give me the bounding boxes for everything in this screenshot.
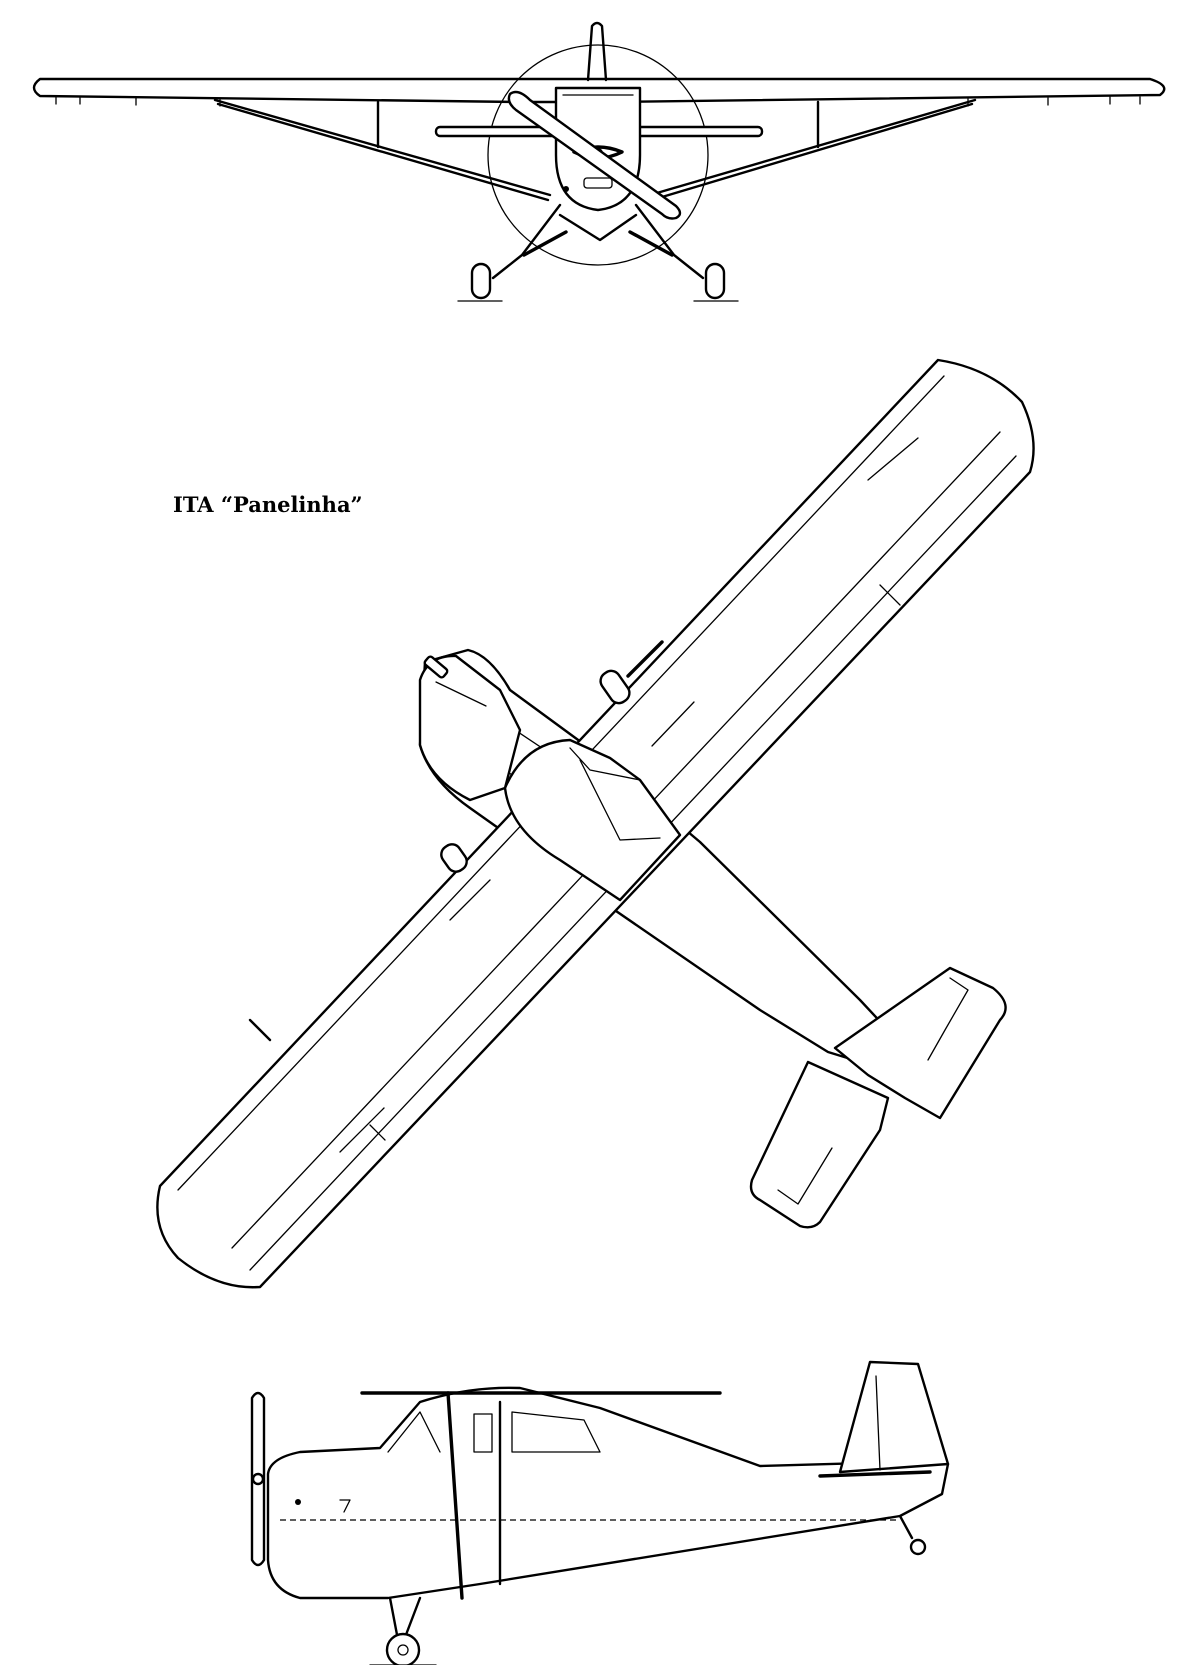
- drawing-title: ITA “Panelinha”: [173, 492, 363, 517]
- front-view: [32, 21, 1166, 302]
- top-view: [156, 358, 1035, 1289]
- side-view: [250, 1360, 950, 1665]
